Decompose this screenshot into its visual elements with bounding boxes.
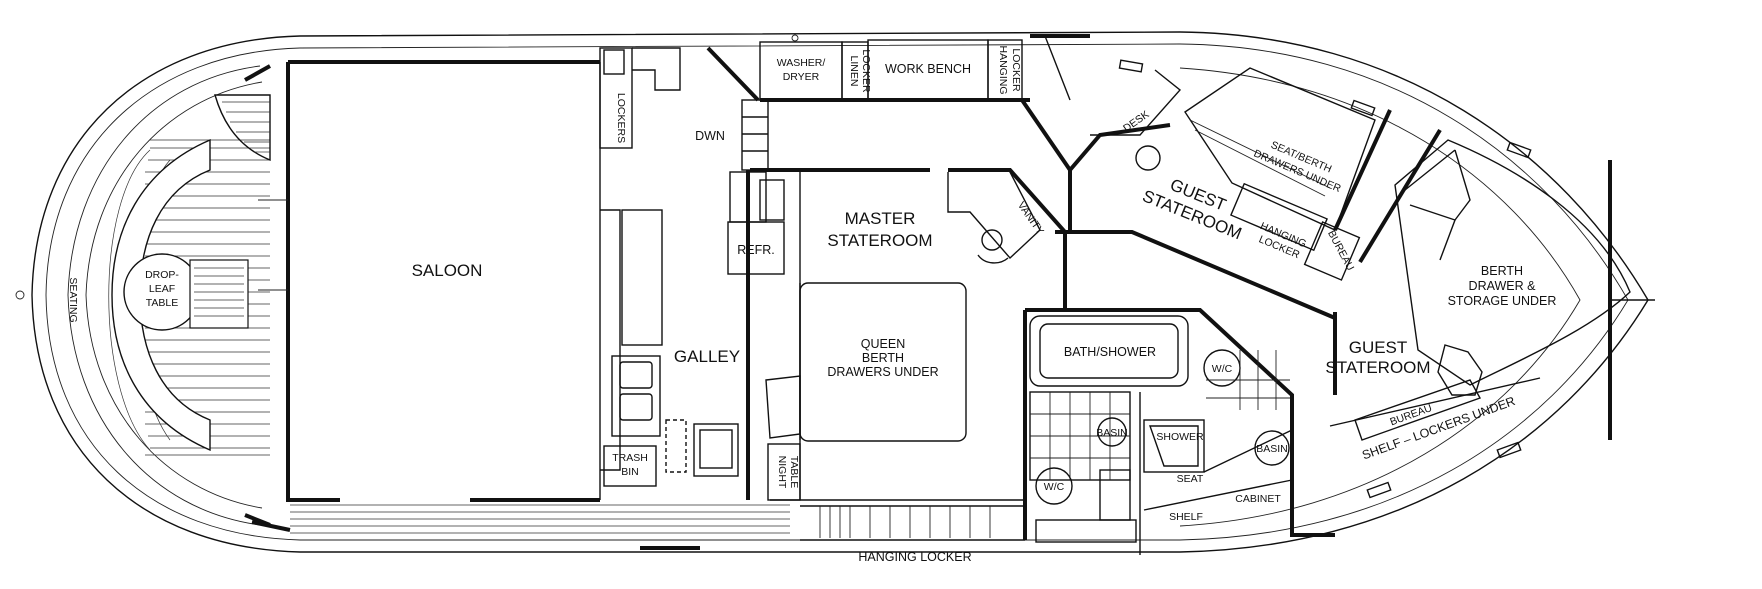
guest-stateroom-2: BERTH DRAWER & STORAGE UNDER GUEST STATE… — [1118, 59, 1655, 537]
vanity-stool — [981, 229, 1003, 251]
label-work-bench: WORK BENCH — [885, 62, 971, 76]
label-linen-locker-1: LINEN — [848, 56, 860, 87]
lockers-unit — [599, 47, 633, 149]
hull-outline — [15, 31, 1649, 553]
saloon: SALOON — [251, 60, 790, 550]
fwd-stool — [1437, 344, 1483, 396]
label-night-table-1: NIGHT — [776, 456, 788, 489]
porthole — [1496, 441, 1522, 459]
label-shower: SHOWER — [1156, 431, 1204, 443]
label-bureau-1: BUREAU — [1325, 228, 1356, 272]
label-basin-2: BASIN — [1256, 443, 1288, 455]
wc-1 — [1035, 467, 1073, 505]
shower-floor-tiles — [1029, 391, 1131, 481]
label-cabinet: CABINET — [1235, 493, 1281, 505]
label-bath-shower: BATH/SHOWER — [1064, 345, 1156, 359]
label-queen-berth-2: BERTH — [862, 351, 904, 365]
label-night-table-2: TABLE — [788, 456, 800, 488]
label-drop-leaf-table-2: LEAF — [149, 283, 175, 295]
porthole — [1506, 141, 1532, 159]
label-linen-locker-2: LOCKER — [860, 49, 872, 93]
label-hanging-locker-bottom: HANGING LOCKER — [858, 550, 971, 564]
label-shelf-lockers: SHELF – LOCKERS UNDER — [1360, 394, 1517, 463]
sink-2 — [619, 393, 653, 421]
porthole-marker — [15, 290, 25, 300]
porthole — [1366, 481, 1392, 499]
porthole — [1118, 59, 1144, 73]
label-hanging-locker-top-1: HANGING — [997, 45, 1009, 94]
label-wc-1: W/C — [1044, 481, 1065, 493]
master-stateroom: MASTER STATEROOM VANITY QUEEN BERTH DRAW… — [750, 168, 1070, 564]
bathtub — [1029, 315, 1189, 387]
label-berth-drawer-3: STORAGE UNDER — [1448, 294, 1557, 308]
label-master-stateroom-2: STATEROOM — [827, 231, 932, 250]
curved-seating — [111, 138, 211, 452]
label-master-stateroom-1: MASTER — [845, 209, 916, 228]
stove — [693, 423, 739, 477]
label-guest-stateroom-2-2: STATEROOM — [1325, 358, 1430, 377]
label-trash-bin-1: TRASH — [612, 452, 648, 464]
label-washer-dryer-1: WASHER/ — [777, 57, 826, 69]
label-guest-stateroom-2-1: GUEST — [1349, 338, 1408, 357]
label-drop-leaf-table-1: DROP- — [145, 269, 179, 281]
aft-stairs — [214, 94, 271, 162]
label-wc-2: W/C — [1212, 363, 1233, 375]
shower-stall — [1143, 419, 1205, 473]
label-lockers: LOCKERS — [615, 93, 627, 143]
label-trash-bin-2: BIN — [621, 466, 639, 478]
label-dwn: DWN — [695, 129, 725, 143]
seat-berth — [1184, 67, 1376, 231]
desk-chair — [1135, 145, 1161, 171]
label-washer-dryer-2: DRYER — [783, 71, 820, 83]
center-heads: BATH/SHOWER W/C BASIN SHOWER W/C — [1020, 98, 1294, 555]
label-queen-berth-1: QUEEN — [861, 337, 905, 351]
saloon-side-planking — [290, 504, 790, 534]
label-berth-drawer-1: BERTH — [1481, 264, 1523, 278]
sink-1 — [619, 361, 653, 389]
label-berth-drawer-2: DRAWER & — [1469, 279, 1537, 293]
trash-bin — [603, 445, 657, 487]
porthole — [1350, 99, 1376, 117]
label-basin-1: BASIN — [1096, 427, 1128, 439]
head-floor-tiles — [1206, 350, 1290, 410]
label-shelf: SHELF — [1169, 511, 1203, 523]
fwd-berth — [1394, 139, 1631, 386]
label-refr: REFR. — [737, 243, 775, 257]
label-drop-leaf-table-3: TABLE — [146, 297, 178, 309]
label-seating: SEATING — [67, 277, 79, 322]
sink-counter — [611, 355, 661, 437]
utility-row: WASHER/ DRYER LINEN LOCKER WORK BENCH HA… — [759, 34, 1090, 102]
hanging-locker-bottom — [800, 505, 1025, 541]
table-leaf — [189, 259, 249, 329]
galley: LOCKERS DWN TRASH BIN GALLEY REFR. — [599, 34, 799, 500]
label-saloon: SALOON — [412, 261, 483, 280]
label-hanging-locker-top-2: LOCKER — [1010, 48, 1022, 92]
guest-stateroom-1: DESK GUEST STATEROOM SEAT/BERTH DRAWERS … — [1044, 35, 1442, 320]
table-leaf-slats — [194, 267, 244, 317]
aft-deck: SEATING DROP- LEAF TABLE — [67, 64, 271, 527]
basin-1 — [1097, 417, 1127, 447]
label-seat: SEAT — [1177, 473, 1204, 485]
label-queen-berth-3: DRAWERS UNDER — [827, 365, 938, 379]
label-galley: GALLEY — [674, 347, 740, 366]
